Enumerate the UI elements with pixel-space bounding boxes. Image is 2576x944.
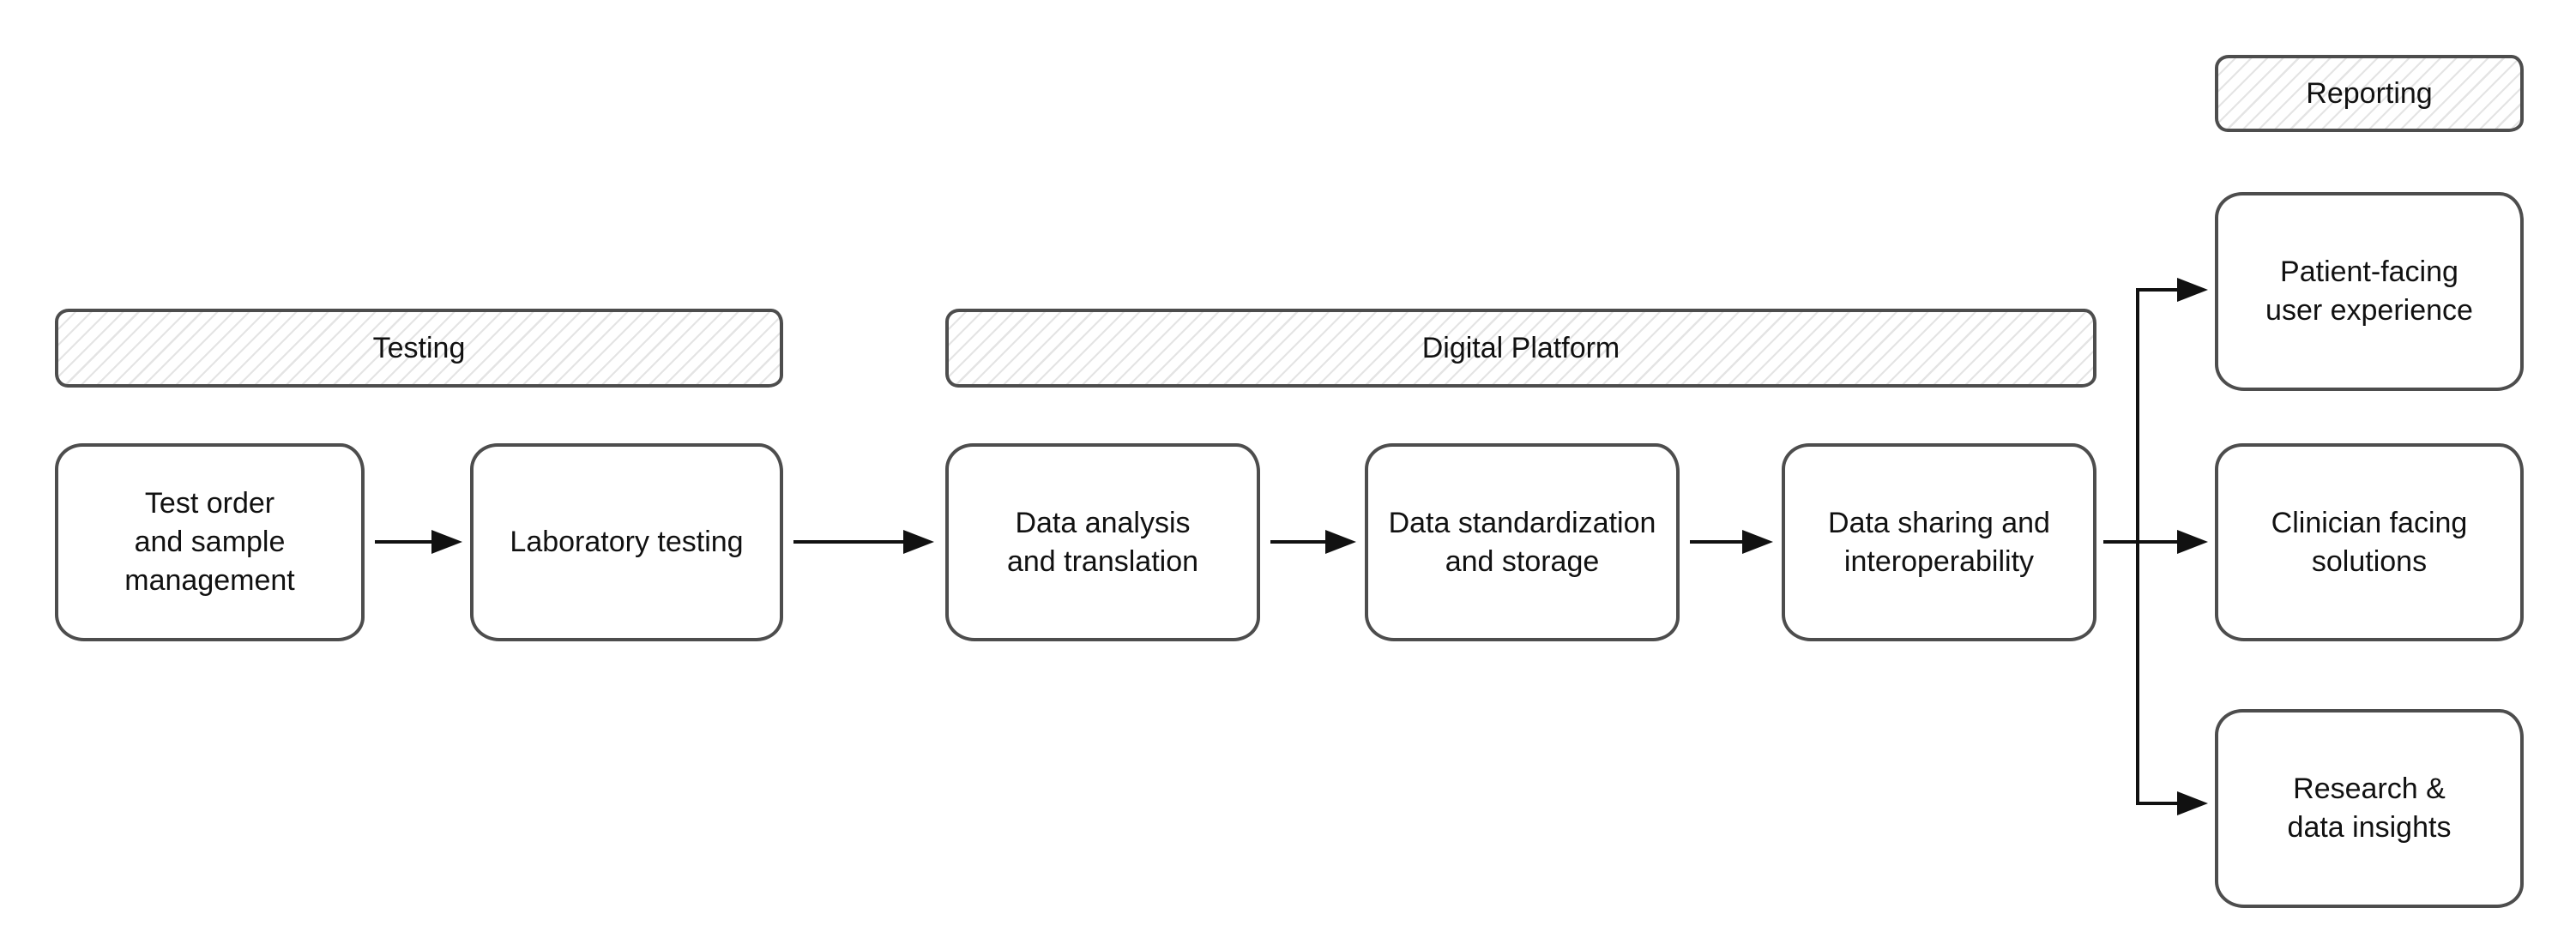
- node-test-order-label: Test order and sample management: [124, 487, 295, 597]
- node-laboratory-testing-label: Laboratory testing: [510, 526, 744, 559]
- arrowhead-icon: [2177, 791, 2208, 815]
- arrowhead-icon: [1325, 530, 1356, 554]
- node-research-label: Research & data insights: [2287, 773, 2452, 844]
- node-clinician-facing: Clinician facing solutions: [2215, 443, 2524, 641]
- arrowhead-icon: [2177, 278, 2208, 302]
- node-data-analysis: Data analysis and translation: [945, 443, 1260, 641]
- arrowhead-icon: [903, 530, 934, 554]
- group-header-testing-label: Testing: [372, 331, 466, 364]
- group-header-testing: Testing: [55, 309, 783, 388]
- node-data-standardization-label: Data standardization and storage: [1388, 506, 1656, 578]
- node-patient-facing-label: Patient-facing user experience: [2265, 256, 2473, 327]
- node-data-sharing-label: Data sharing and interoperability: [1828, 506, 2050, 578]
- node-data-analysis-label: Data analysis and translation: [1006, 506, 1199, 578]
- node-research: Research & data insights: [2215, 709, 2524, 908]
- node-data-sharing: Data sharing and interoperability: [1782, 443, 2096, 641]
- node-test-order: Test order and sample management: [55, 443, 365, 641]
- arrowhead-icon: [1742, 530, 1773, 554]
- node-patient-facing: Patient-facing user experience: [2215, 192, 2524, 391]
- node-data-standardization: Data standardization and storage: [1365, 443, 1680, 641]
- node-clinician-facing-label: Clinician facing solutions: [2271, 506, 2468, 578]
- arrowhead-icon: [431, 530, 462, 554]
- group-header-digital-platform-label: Digital Platform: [1421, 331, 1620, 364]
- arrowhead-icon: [2177, 530, 2208, 554]
- group-header-reporting-label: Reporting: [2306, 76, 2433, 110]
- node-laboratory-testing: Laboratory testing: [470, 443, 783, 641]
- group-header-digital-platform: Digital Platform: [945, 309, 2096, 388]
- group-header-reporting: Reporting: [2215, 55, 2524, 132]
